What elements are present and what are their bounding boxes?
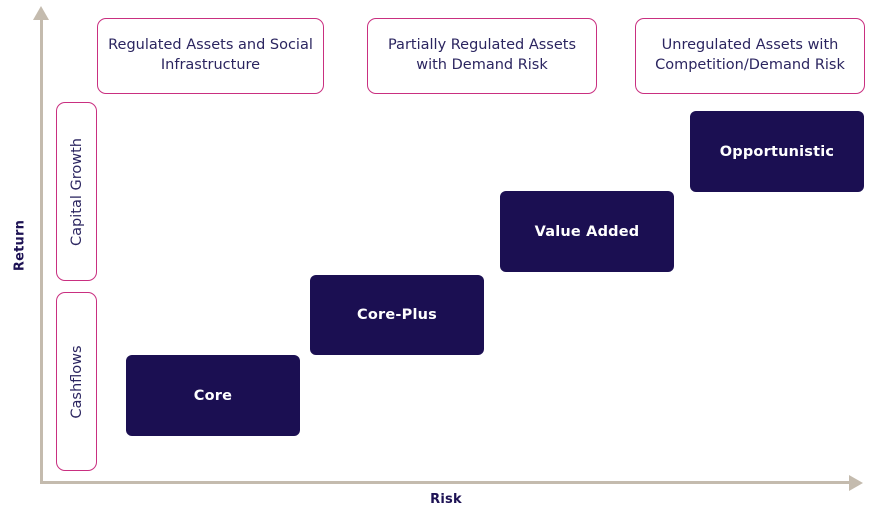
- return-band-cashflows: Cashflows: [56, 292, 97, 471]
- x-axis-line: [40, 481, 857, 484]
- column-header-partially-regulated-assets: Partially Regulated Assets with Demand R…: [367, 18, 597, 94]
- column-header-unregulated-assets: Unregulated Assets with Competition/Dema…: [635, 18, 865, 94]
- strategy-block-opportunistic: Opportunistic: [690, 111, 864, 192]
- strategy-block-value-added: Value Added: [500, 191, 674, 272]
- y-axis-title: Return: [12, 219, 28, 272]
- return-band-capital-growth-label: Capital Growth: [68, 137, 85, 246]
- x-axis-title: Risk: [430, 492, 462, 507]
- y-axis-line: [40, 14, 43, 484]
- arrow-right-icon: [849, 475, 863, 491]
- arrow-up-icon: [33, 6, 49, 20]
- return-band-cashflows-label: Cashflows: [68, 344, 85, 419]
- strategy-block-core-plus: Core-Plus: [310, 275, 484, 355]
- strategy-block-core: Core: [126, 355, 300, 436]
- return-band-capital-growth: Capital Growth: [56, 102, 97, 281]
- column-header-regulated-assets: Regulated Assets and Social Infrastructu…: [97, 18, 324, 94]
